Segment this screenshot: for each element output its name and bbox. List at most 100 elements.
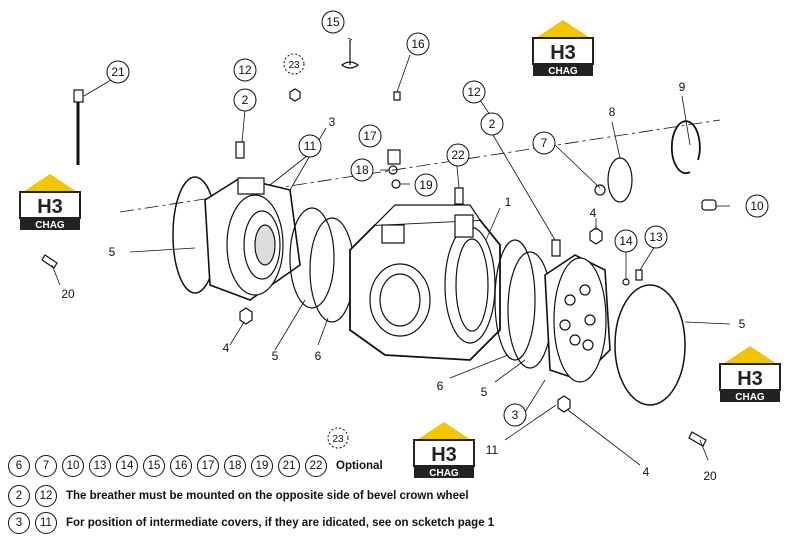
o-ring-6-left (309, 217, 355, 323)
breather-22 (454, 187, 464, 205)
callout-11-top: 11 (304, 139, 317, 153)
gasket-right (614, 284, 686, 406)
callout-15: 15 (326, 15, 340, 29)
callout-19: 19 (419, 178, 433, 192)
legend-item: 7 (35, 455, 57, 477)
callout-23-legend: 23 (332, 434, 344, 445)
o-ring-5-right (507, 251, 553, 369)
callout-13: 13 (649, 230, 663, 244)
bolt-20-left (41, 254, 58, 269)
brand-logo-top: H3 CHAG (527, 18, 599, 77)
breather-right (551, 239, 561, 257)
callout-9: 9 (679, 80, 686, 94)
legend-item: 14 (116, 455, 138, 477)
legend-item: 19 (251, 455, 273, 477)
legend-item: 22 (305, 455, 327, 477)
callout-22: 22 (451, 148, 465, 162)
callout-7: 7 (541, 136, 548, 150)
legend-item: 16 (170, 455, 192, 477)
callout-21: 21 (111, 65, 125, 79)
svg-text:CHAG: CHAG (548, 66, 578, 76)
hammer-logo-icon: H3 CHAG (413, 422, 475, 479)
plug-16 (393, 91, 401, 101)
cover-disc-8 (607, 157, 633, 203)
callout-8: 8 (609, 105, 616, 119)
brand-logo-right: H3 CHAG (714, 344, 786, 403)
spring-15 (340, 40, 360, 69)
callout-12-left: 12 (238, 63, 252, 77)
washer-19 (391, 179, 401, 189)
plug-13 (635, 269, 643, 281)
callout-18: 18 (355, 163, 369, 177)
svg-text:CHAG: CHAG (35, 220, 65, 230)
legend-item: 15 (143, 455, 165, 477)
nut-4-bottom (557, 395, 571, 413)
callout-12-right: 12 (467, 85, 481, 99)
breather-note: The breather must be mounted on the oppo… (66, 490, 469, 502)
svg-text:H3: H3 (37, 196, 63, 218)
callouts: 21 12 2 3 11 15 16 23 17 18 19 22 12 2 1… (61, 10, 769, 483)
breather-left (235, 141, 245, 159)
callout-6-right: 6 (437, 379, 444, 393)
legend-covers-row: 3 11 For position of intermediate covers… (8, 512, 494, 534)
legend-item: 21 (278, 455, 300, 477)
hammer-logo-icon: H3 CHAG (532, 20, 594, 77)
brand-logo-bottom: H3 CHAG (408, 420, 480, 479)
brand-logo-left: H3 CHAG (14, 172, 86, 231)
left-cover (204, 177, 301, 301)
nut-4-left (239, 307, 253, 325)
legend-breather-row: 2 12 The breather must be mounted on the… (8, 485, 469, 507)
legend-item: 11 (35, 512, 57, 534)
plug-17 (387, 149, 401, 165)
callout-3-bottom: 3 (512, 408, 519, 422)
o-ring-5-left (289, 207, 335, 309)
callout-20-right: 20 (703, 469, 717, 483)
leader-lines (51, 37, 731, 466)
callout-5-mid: 5 (272, 349, 279, 363)
svg-text:H3: H3 (550, 42, 576, 64)
hammer-logo-icon: H3 CHAG (19, 174, 81, 231)
legend-item: 2 (8, 485, 30, 507)
svg-text:H3: H3 (431, 444, 457, 466)
nut-4-top (589, 227, 603, 245)
legend-item: 10 (62, 455, 84, 477)
callout-14: 14 (619, 234, 633, 248)
svg-text:CHAG: CHAG (429, 468, 459, 478)
optional-label: Optional (336, 460, 383, 472)
callout-16: 16 (411, 37, 425, 51)
svg-text:H3: H3 (737, 368, 763, 390)
legend-optional-row: 6 7 10 13 14 15 16 17 18 19 21 22 Option… (8, 455, 383, 477)
callout-20-left: 20 (61, 287, 75, 301)
svg-text:CHAG: CHAG (735, 392, 765, 402)
right-cover (544, 254, 611, 383)
callout-6-left: 6 (315, 349, 322, 363)
legend-item: 18 (224, 455, 246, 477)
legend-item: 17 (197, 455, 219, 477)
callout-11-bottom: 11 (486, 443, 499, 457)
o-ring-6-right (494, 239, 536, 361)
hammer-logo-icon: H3 CHAG (719, 346, 781, 403)
callout-2-left: 2 (242, 93, 249, 107)
callout-5-left: 5 (109, 245, 116, 259)
callout-4-left: 4 (223, 341, 230, 355)
callout-2-right: 2 (489, 117, 496, 131)
bolt-10 (701, 199, 717, 211)
nut-23 (289, 88, 301, 102)
bolt-7 (594, 184, 606, 196)
callout-3-top: 3 (329, 115, 336, 129)
covers-note: For position of intermediate covers, if … (66, 517, 495, 529)
snap-ring-9 (670, 120, 701, 175)
callout-10: 10 (750, 199, 764, 213)
callout-4-top: 4 (590, 206, 597, 220)
central-housing (349, 204, 501, 361)
callout-5-right: 5 (739, 317, 746, 331)
bolt-20-right (688, 431, 707, 447)
legend-item: 6 (8, 455, 30, 477)
legend-item: 12 (35, 485, 57, 507)
legend-item: 3 (8, 512, 30, 534)
callout-17: 17 (363, 129, 377, 143)
callout-23-top: 23 (288, 60, 300, 71)
callout-5-bottom: 5 (481, 385, 488, 399)
callout-4-bottom: 4 (643, 465, 650, 479)
